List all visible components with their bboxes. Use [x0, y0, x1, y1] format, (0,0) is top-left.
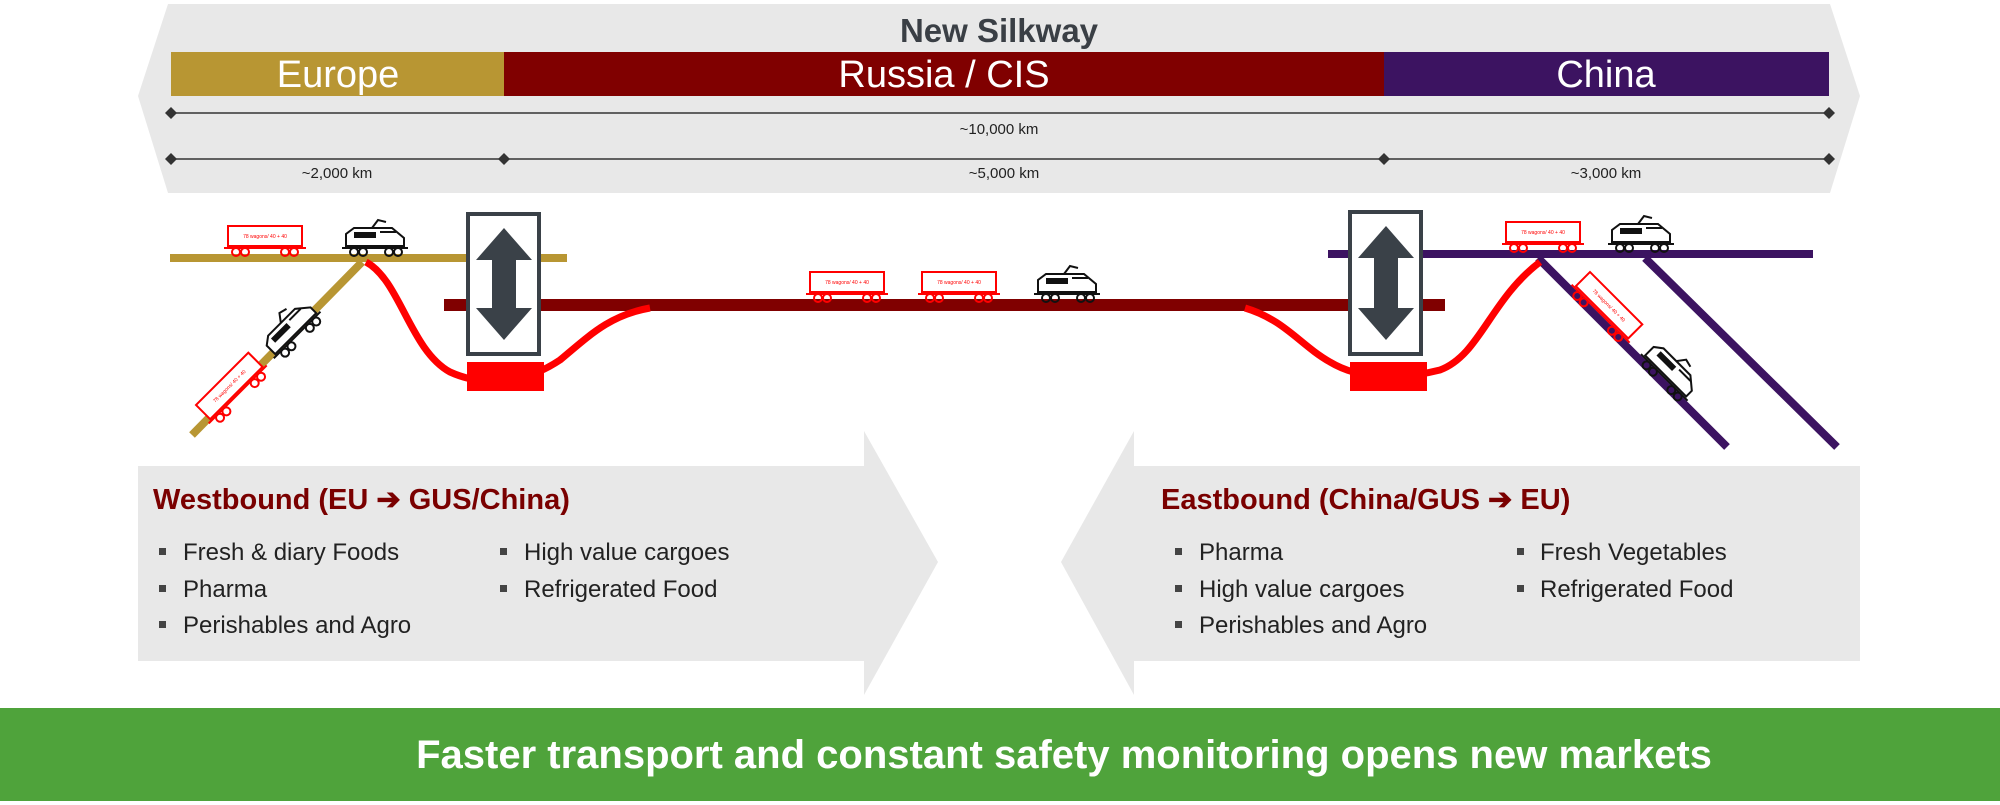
bottom-banner-text: Faster transport and constant safety mon… — [416, 733, 1712, 777]
list-item: Refrigerated Food — [524, 576, 717, 603]
svg-text:78 wagons/ 40 + 40: 78 wagons/ 40 + 40 — [1521, 230, 1565, 236]
region-bar-russia — [504, 52, 1384, 96]
list-item: Fresh & diary Foods — [183, 539, 399, 566]
eastbound-list-col1: Pharma High value cargoes Perishables an… — [1175, 539, 1427, 639]
list-item: High value cargoes — [1199, 576, 1404, 603]
train-china-horizontal: 78 wagons/ 40 + 40 — [1501, 215, 1675, 253]
page-title: New Silkway — [900, 12, 1099, 49]
region-bar-europe — [171, 52, 504, 96]
train-china-diagonal: 78 wagons/ 40 + 40 — [1564, 268, 1709, 408]
svg-text:78 wagons/ 40 + 40: 78 wagons/ 40 + 40 — [937, 280, 981, 286]
list-item: Fresh Vegetables — [1540, 539, 1727, 566]
svg-text:78 wagons/ 40 + 40: 78 wagons/ 40 + 40 — [825, 280, 869, 286]
list-item: Pharma — [183, 576, 268, 603]
eastbound-panel — [1061, 431, 1860, 695]
list-item: Pharma — [1199, 539, 1284, 566]
eastbound-title: Eastbound (China/GUS ➔ EU) — [1161, 484, 1570, 516]
header-arrow-background — [138, 4, 1860, 193]
region-label-china: China — [1556, 54, 1656, 96]
svg-text:78 wagons/ 40 + 40: 78 wagons/ 40 + 40 — [243, 234, 287, 240]
transfer-terminal-west — [467, 362, 544, 391]
distance-label-total: ~10,000 km — [960, 121, 1039, 138]
gauge-change-arrow-east — [1348, 210, 1423, 356]
list-item: Refrigerated Food — [1540, 576, 1733, 603]
region-label-europe: Europe — [277, 54, 400, 96]
train-europe-horizontal: 78 wagons/ 40 + 40 — [223, 219, 409, 257]
region-bar-china — [1384, 52, 1829, 96]
list-item: Perishables and Agro — [1199, 612, 1427, 639]
westbound-title: Westbound (EU ➔ GUS/China) — [153, 484, 570, 516]
train-europe-diagonal: 78 wagons/ 40 + 40 — [192, 290, 328, 431]
list-item: High value cargoes — [524, 539, 729, 566]
gauge-change-arrow-west — [466, 212, 541, 356]
bottom-banner — [0, 708, 2000, 801]
region-label-russia: Russia / CIS — [838, 54, 1049, 96]
westbound-list-col2: High value cargoes Refrigerated Food — [500, 539, 729, 603]
distance-line-total — [165, 107, 1835, 119]
distance-label-russia: ~5,000 km — [969, 165, 1039, 182]
transfer-terminal-east — [1350, 362, 1427, 391]
china-track-diagonal-2 — [1642, 255, 1840, 450]
distance-label-europe: ~2,000 km — [302, 165, 372, 182]
distance-label-china: ~3,000 km — [1571, 165, 1641, 182]
westbound-panel — [138, 431, 938, 695]
train-russia: 78 wagons/ 40 + 40 78 wagons/ 40 + 40 — [805, 265, 1101, 303]
list-item: Perishables and Agro — [183, 612, 411, 639]
eastbound-list-col2: Fresh Vegetables Refrigerated Food — [1517, 539, 1733, 603]
westbound-list-col1: Fresh & diary Foods Pharma Perishables a… — [159, 539, 411, 639]
distance-line-segments — [165, 153, 1835, 165]
china-track-diagonal-1 — [1535, 255, 1730, 450]
